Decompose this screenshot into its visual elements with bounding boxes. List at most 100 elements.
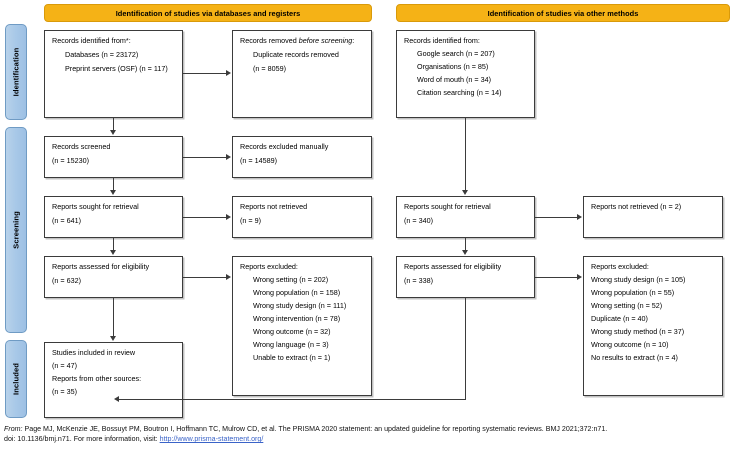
- reports-sought-right-count: (n = 340): [404, 216, 433, 226]
- records-removed-title: Records removed before screening:: [240, 36, 365, 45]
- connector-screened-to-excluded: [183, 157, 226, 158]
- box-reports-assessed-left: Reports assessed for eligibility (n = 63…: [44, 256, 183, 298]
- stage-label-identification-text: Identification: [11, 47, 21, 97]
- arrowhead-screened-to-excluded: [226, 153, 231, 160]
- records-identified-citation-searching: Citation searching (n = 14): [417, 88, 502, 98]
- reports-excluded-left-title: Reports excluded:: [240, 262, 298, 271]
- reports-excluded-right-reason-2: Wrong population (n = 55): [591, 288, 675, 298]
- reports-excluded-right-reason-3: Wrong setting (n = 52): [591, 301, 663, 311]
- footer-line-2: doi: 10.1136/bmj.n71. For more informati…: [4, 434, 729, 444]
- arrowhead-sought-to-not-retrieved-left: [226, 213, 231, 220]
- reports-other-sources-count: (n = 35): [52, 387, 77, 397]
- reports-sought-left-count: (n = 641): [52, 216, 81, 226]
- reports-sought-right-title: Reports sought for retrieval: [404, 202, 491, 211]
- footer-citation: From: Page MJ, McKenzie JE, Bossuyt PM, …: [4, 424, 729, 444]
- arrowhead-assessed-to-excluded-right: [577, 273, 582, 280]
- prisma-statement-link[interactable]: http://www.prisma-statement.org/: [159, 435, 264, 444]
- reports-excluded-left-reason-1: Wrong setting (n = 202): [253, 275, 329, 285]
- records-identified-google: Google search (n = 207): [417, 49, 495, 59]
- footer-citation-text: Page MJ, McKenzie JE, Bossuyt PM, Boutro…: [24, 425, 608, 433]
- records-removed-title-emphasis: before screening: [298, 36, 353, 45]
- arrowhead-screened-to-sought: [109, 190, 116, 195]
- arrowhead-assessed-to-excluded-left: [226, 273, 231, 280]
- duplicate-records-removed-count: (n = 8059): [253, 64, 286, 74]
- box-reports-excluded-right: Reports excluded: Wrong study design (n …: [583, 256, 723, 396]
- header-bar-databases-registers: Identification of studies via databases …: [44, 4, 372, 22]
- connector-screened-to-sought: [113, 178, 114, 191]
- records-excluded-manually-count: (n = 14589): [240, 156, 277, 166]
- reports-excluded-right-reason-5: Wrong study method (n = 37): [591, 327, 685, 337]
- connector-identified-to-screened: [113, 118, 114, 131]
- records-removed-title-prefix: Records removed: [240, 36, 299, 45]
- connector-assessed-right-to-included: [119, 399, 466, 400]
- connector-assessed-right-down: [465, 298, 466, 399]
- duplicate-records-removed-label: Duplicate records removed: [253, 50, 339, 60]
- box-studies-included: Studies included in review (n = 47) Repo…: [44, 342, 183, 418]
- header-bar-other-methods: Identification of studies via other meth…: [396, 4, 730, 22]
- reports-excluded-right-reason-6: Wrong outcome (n = 10): [591, 340, 669, 350]
- connector-assessed-to-excluded-right: [535, 277, 578, 278]
- box-reports-not-retrieved-right: Reports not retrieved (n = 2): [583, 196, 723, 238]
- footer-line-1: From: Page MJ, McKenzie JE, Bossuyt PM, …: [4, 424, 729, 434]
- connector-sought-to-assessed-left: [113, 238, 114, 251]
- arrowhead-sought-to-assessed-left: [109, 250, 116, 255]
- reports-other-sources-title: Reports from other sources:: [52, 374, 142, 384]
- box-records-identified-other-methods: Records identified from: Google search (…: [396, 30, 535, 118]
- connector-sought-to-assessed-right: [465, 238, 466, 251]
- arrowhead-identified-to-screened: [109, 130, 116, 135]
- arrowhead-identified-other-to-sought: [461, 190, 468, 195]
- reports-excluded-left-reason-3: Wrong study design (n = 111): [253, 301, 347, 311]
- records-screened-count: (n = 15230): [52, 156, 89, 166]
- connector-identified-to-removed: [183, 73, 226, 74]
- records-identified-word-of-mouth: Word of mouth (n = 34): [417, 75, 491, 85]
- arrowhead-assessed-to-included: [109, 336, 116, 341]
- records-removed-title-suffix: :: [352, 36, 355, 45]
- records-identified-organisations: Organisations (n = 85): [417, 62, 489, 72]
- reports-assessed-right-count: (n = 338): [404, 276, 433, 286]
- reports-excluded-right-reason-1: Wrong study design (n = 105): [591, 275, 686, 285]
- studies-included-count: (n = 47): [52, 361, 77, 371]
- arrowhead-sought-to-not-retrieved-right: [577, 213, 582, 220]
- reports-assessed-right-title: Reports assessed for eligibility: [404, 262, 502, 271]
- studies-included-title: Studies included in review: [52, 348, 136, 357]
- connector-identified-other-to-sought: [465, 118, 466, 191]
- reports-sought-left-title: Reports sought for retrieval: [52, 202, 139, 211]
- box-records-removed-before-screening: Records removed before screening: Duplic…: [232, 30, 372, 118]
- box-records-excluded-manually: Records excluded manually (n = 14589): [232, 136, 372, 178]
- box-reports-assessed-right: Reports assessed for eligibility (n = 33…: [396, 256, 535, 298]
- box-records-identified-databases: Records identified from*: Databases (n =…: [44, 30, 183, 118]
- reports-not-retrieved-right-title: Reports not retrieved (n = 2): [591, 202, 682, 211]
- stage-label-identification: Identification: [5, 24, 27, 120]
- reports-excluded-left-reason-6: Wrong language (n = 3): [253, 340, 329, 350]
- box-reports-excluded-left: Reports excluded: Wrong setting (n = 202…: [232, 256, 372, 396]
- box-records-screened: Records screened (n = 15230): [44, 136, 183, 178]
- box-reports-sought-right: Reports sought for retrieval (n = 340): [396, 196, 535, 238]
- footer-doi: doi: 10.1136/bmj.n71.: [4, 435, 72, 444]
- box-reports-not-retrieved-left: Reports not retrieved (n = 9): [232, 196, 372, 238]
- reports-excluded-left-reason-2: Wrong population (n = 158): [253, 288, 341, 298]
- reports-assessed-left-title: Reports assessed for eligibility: [52, 262, 150, 271]
- reports-excluded-right-reason-4: Duplicate (n = 40): [591, 314, 648, 324]
- header-bar-other-methods-text: Identification of studies via other meth…: [487, 8, 639, 18]
- reports-excluded-right-reason-7: No results to extract (n = 4): [591, 353, 678, 363]
- box-reports-sought-left: Reports sought for retrieval (n = 641): [44, 196, 183, 238]
- connector-assessed-to-excluded-left: [183, 277, 226, 278]
- footer-from-label: From:: [4, 425, 23, 433]
- records-identified-databases: Databases (n = 23172): [65, 50, 139, 60]
- reports-excluded-left-reason-7: Unable to extract (n = 1): [253, 353, 331, 363]
- arrowhead-assessed-right-to-included: [114, 396, 119, 402]
- records-identified-preprints: Preprint servers (OSF) (n = 117): [65, 64, 168, 74]
- records-identified-other-title: Records identified from:: [404, 36, 480, 45]
- connector-assessed-to-included: [113, 298, 114, 336]
- header-bar-databases-registers-text: Identification of studies via databases …: [115, 8, 301, 18]
- reports-excluded-left-reason-5: Wrong outcome (n = 32): [253, 327, 331, 337]
- arrowhead-identified-to-removed: [226, 69, 231, 76]
- reports-not-retrieved-left-title: Reports not retrieved: [240, 202, 308, 211]
- records-screened-title: Records screened: [52, 142, 111, 151]
- stage-label-screening: Screening: [5, 127, 27, 333]
- reports-excluded-right-title: Reports excluded:: [591, 262, 649, 271]
- reports-not-retrieved-left-count: (n = 9): [240, 216, 261, 226]
- records-identified-title: Records identified from*:: [52, 36, 131, 45]
- reports-assessed-left-count: (n = 632): [52, 276, 81, 286]
